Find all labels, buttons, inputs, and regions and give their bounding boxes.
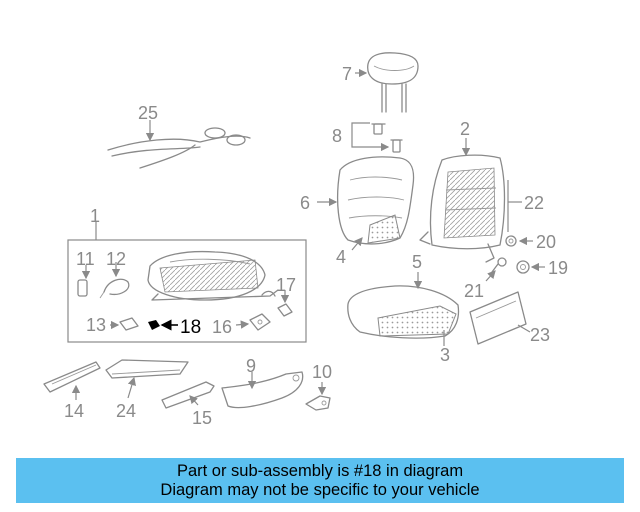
- part-15-trim: [161, 381, 215, 409]
- parts-19-20-21-knobs: [485, 235, 545, 282]
- callout-5: 5: [412, 252, 422, 272]
- callout-14: 14: [64, 401, 84, 421]
- callout-7: 7: [342, 64, 352, 84]
- callout-24: 24: [116, 401, 136, 421]
- seat-parts-diagram: 1 2 3 4 5 6 7 8 9 10 11 12 13 14 15 16 1…: [43, 52, 568, 428]
- callout-15: 15: [192, 408, 212, 428]
- callout-17: 17: [276, 275, 296, 295]
- callout-6: 6: [300, 193, 310, 213]
- part-14-rail-cover: [43, 361, 101, 400]
- part-24-pad: [105, 359, 189, 399]
- callout-1: 1: [90, 206, 100, 226]
- callout-4: 4: [336, 247, 346, 267]
- part-23-panel: [469, 291, 531, 345]
- part-1-cushion-frame-assembly: [67, 222, 307, 343]
- callout-13: 13: [86, 315, 106, 335]
- part-7-headrest: [355, 52, 419, 113]
- part-6-seatback-cover: [317, 156, 415, 251]
- callout-21: 21: [464, 281, 484, 301]
- callout-3: 3: [440, 345, 450, 365]
- callout-25: 25: [138, 103, 158, 123]
- part-3-5-seat-cushion: [347, 272, 460, 346]
- callout-16: 16: [212, 317, 232, 337]
- callout-9: 9: [246, 356, 256, 376]
- banner-line-disclaimer: Diagram may not be specific to your vehi…: [160, 481, 480, 499]
- callout-22: 22: [524, 193, 544, 213]
- info-banner: Part or sub-assembly is #18 in diagram D…: [16, 458, 624, 503]
- callout-19: 19: [548, 258, 568, 278]
- callout-23: 23: [530, 325, 550, 345]
- part-2-seatback-frame: [419, 138, 522, 263]
- callout-20: 20: [536, 232, 556, 252]
- banner-line-part: Part or sub-assembly is #18 in diagram: [176, 462, 464, 480]
- callout-2: 2: [460, 119, 470, 139]
- part-10-handle: [305, 382, 331, 411]
- callout-8: 8: [332, 126, 342, 146]
- callout-10: 10: [312, 362, 332, 382]
- callout-11: 11: [76, 249, 95, 269]
- part-9-side-shield: [221, 371, 304, 409]
- callout-12: 12: [106, 249, 126, 269]
- callout-18: 18: [180, 317, 201, 338]
- part-8-guides: [351, 122, 403, 153]
- part-25-harness: [107, 120, 251, 169]
